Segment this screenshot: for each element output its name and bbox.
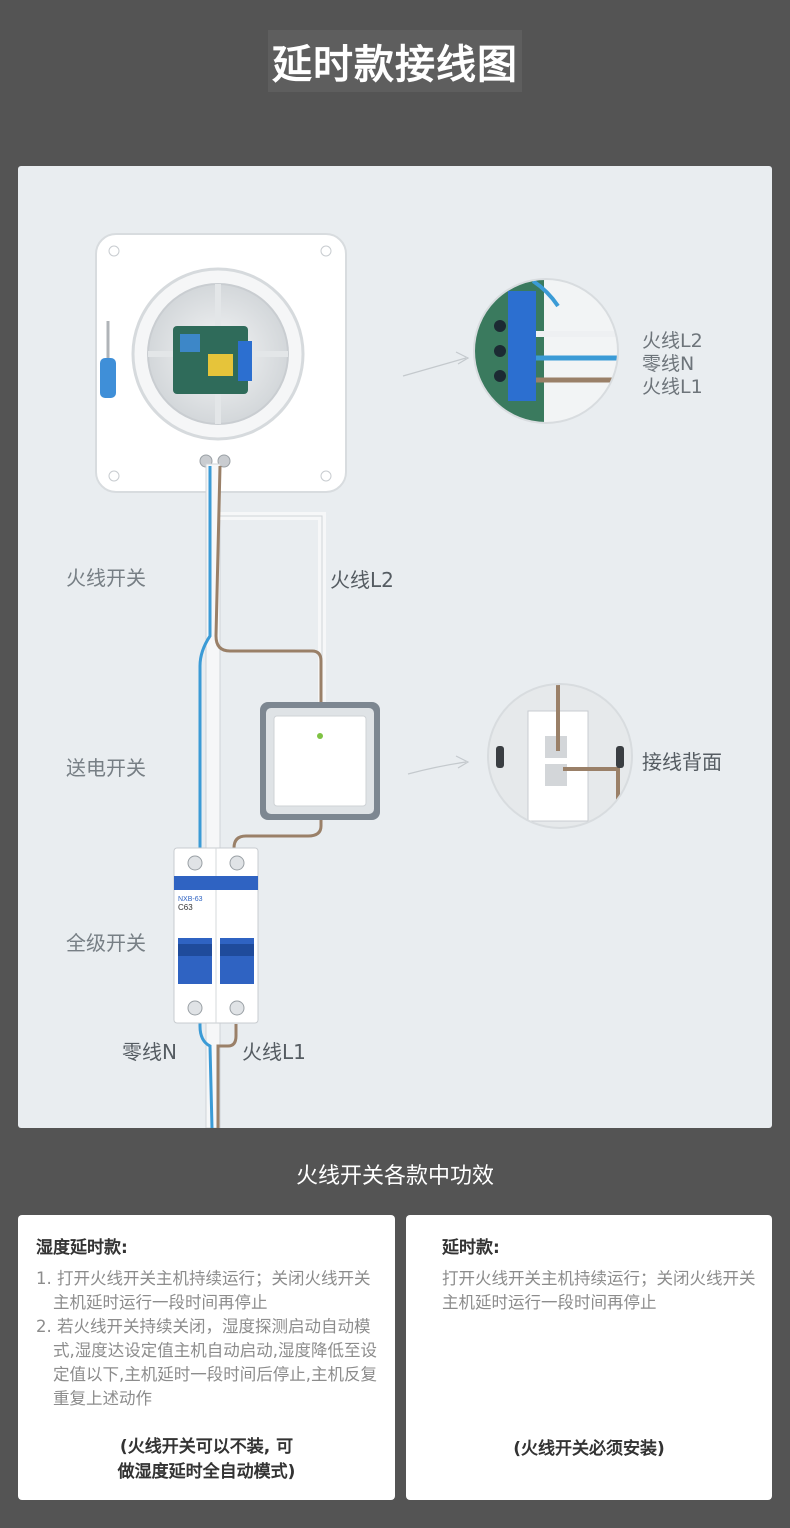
delay-card-title: 延时款: xyxy=(442,1238,500,1258)
delay-card-note: (火线开关必须安装) xyxy=(513,1439,665,1459)
circuit-breaker: NXB-63 C63 xyxy=(173,847,259,1024)
screwdriver-icon xyxy=(100,321,116,398)
label-power-switch: 送电开关 xyxy=(66,756,146,780)
arrow-icon xyxy=(407,755,470,775)
wiring-diagram: NXB-63 C63 xyxy=(95,233,633,1128)
humidity-delay-card: 湿度延时款: 1. 打开火线开关主机持续运行；关闭火线开关主机延时运行一段时间再… xyxy=(18,1215,395,1500)
humidity-item-1: 1. 打开火线开关主机持续运行；关闭火线开关主机延时运行一段时间再停止 xyxy=(36,1269,371,1312)
label-breaker-switch: 全级开关 xyxy=(66,931,146,955)
callout-live-l2: 火线L2 xyxy=(642,330,703,352)
page-title: 延时款接线图 xyxy=(0,30,790,92)
humidity-card-title: 湿度延时款: xyxy=(36,1238,128,1258)
switch-back-zoom-callout xyxy=(487,683,633,829)
label-live-l2: 火线L2 xyxy=(330,568,394,592)
wall-switch xyxy=(260,702,380,820)
callout-terminal-labels: 火线L2 零线N 火线L1 xyxy=(642,330,703,399)
live-wire-l1 xyxy=(216,816,323,1128)
terminal-zoom-callout xyxy=(473,278,619,424)
humidity-note-line2: 做湿度延时全自动模式) xyxy=(117,1462,296,1482)
label-neutral-n: 零线N xyxy=(122,1040,177,1064)
label-live-switch: 火线开关 xyxy=(66,566,146,590)
section-title: 火线开关各款中功效 xyxy=(295,1164,494,1189)
humidity-note-line1: (火线开关可以不装, 可 xyxy=(119,1437,294,1457)
label-wiring-back: 接线背面 xyxy=(642,750,722,774)
humidity-card-note: (火线开关可以不装, 可 做湿度延时全自动模式) xyxy=(18,1435,395,1485)
page-title-text: 延时款接线图 xyxy=(268,30,522,92)
wiring-diagram-panel: NXB-63 C63 xyxy=(18,166,772,1128)
l2-conduit xyxy=(220,512,326,704)
delay-card-text: 打开火线开关主机持续运行；关闭火线开关主机延时运行一段时间再停止 xyxy=(442,1269,756,1312)
label-live-l1: 火线L1 xyxy=(242,1040,306,1064)
humidity-card-body: 1. 打开火线开关主机持续运行；关闭火线开关主机延时运行一段时间再停止 2. 若… xyxy=(36,1267,381,1411)
callout-neutral-n: 零线N xyxy=(642,353,695,375)
exhaust-fan-unit xyxy=(95,233,347,493)
breaker-model-text: NXB-63 xyxy=(178,896,203,903)
neutral-wire xyxy=(198,466,214,1128)
arrow-icon xyxy=(402,351,470,377)
live-wire-l2 xyxy=(214,465,323,706)
callout-live-l1: 火线L1 xyxy=(642,376,703,398)
delay-card: 延时款: 打开火线开关主机持续运行；关闭火线开关主机延时运行一段时间再停止 (火… xyxy=(406,1215,772,1500)
humidity-item-2: 2. 若火线开关持续关闭，湿度探测启动自动模式,湿度达设定值主机自动启动,湿度降… xyxy=(36,1317,377,1408)
breaker-rating-text: C63 xyxy=(178,903,193,912)
